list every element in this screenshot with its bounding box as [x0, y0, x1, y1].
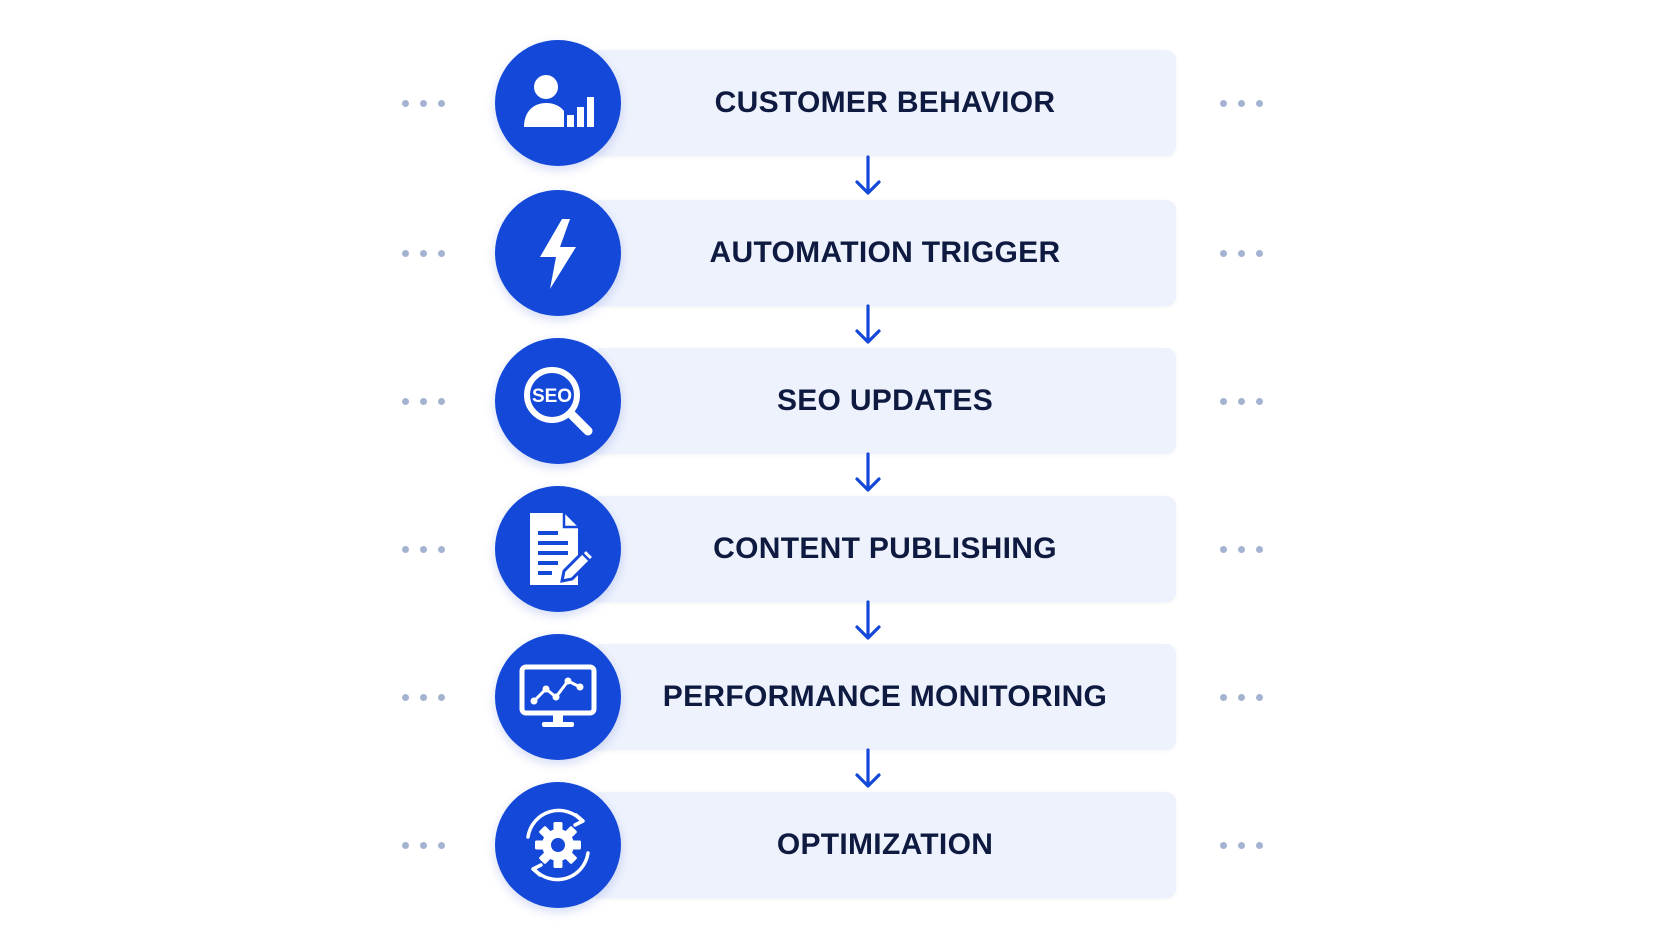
step-badge: SEO: [495, 338, 621, 464]
dots-right: [1220, 394, 1263, 408]
step-badge: [495, 782, 621, 908]
step-card: [590, 348, 1176, 454]
dots-left: [402, 542, 445, 556]
step-performance-monitoring: PERFORMANCE MONITORING: [0, 634, 1672, 760]
user-analytics-icon: [516, 61, 600, 145]
step-card: [590, 496, 1176, 602]
dots-right: [1220, 96, 1263, 110]
step-label: CONTENT PUBLISHING: [713, 532, 1057, 565]
arrow-down-icon: [852, 452, 884, 494]
arrow-down-icon: [852, 748, 884, 790]
step-badge: [495, 40, 621, 166]
lightning-bolt-icon: [516, 211, 600, 295]
step-optimization: OPTIMIZATION: [0, 782, 1672, 908]
seo-magnifier-icon: SEO: [516, 359, 600, 443]
step-seo-updates: SEO UPDATES SEO: [0, 338, 1672, 464]
dots-left: [402, 690, 445, 704]
dots-left: [402, 246, 445, 260]
step-card: [590, 200, 1176, 306]
gear-cycle-icon: [516, 803, 600, 887]
step-badge: [495, 634, 621, 760]
step-label: AUTOMATION TRIGGER: [709, 236, 1061, 269]
step-label: OPTIMIZATION: [776, 828, 994, 861]
step-card: [590, 792, 1176, 898]
dots-right: [1220, 690, 1263, 704]
step-label: SEO UPDATES: [776, 384, 994, 417]
seo-icon-text: SEO: [532, 386, 572, 407]
dots-left: [402, 838, 445, 852]
arrow-down-icon: [852, 304, 884, 346]
dots-left: [402, 96, 445, 110]
dots-right: [1220, 838, 1263, 852]
step-badge: [495, 486, 621, 612]
step-customer-behavior: CUSTOMER BEHAVIOR: [0, 40, 1672, 166]
step-card: [590, 644, 1176, 750]
step-card: [590, 50, 1176, 156]
step-content-publishing: CONTENT PUBLISHING: [0, 486, 1672, 612]
dots-right: [1220, 246, 1263, 260]
monitor-chart-icon: [516, 655, 600, 739]
dots-left: [402, 394, 445, 408]
step-badge: [495, 190, 621, 316]
step-automation-trigger: AUTOMATION TRIGGER: [0, 190, 1672, 316]
arrow-down-icon: [852, 600, 884, 642]
document-edit-icon: [516, 507, 600, 591]
step-label: CUSTOMER BEHAVIOR: [714, 86, 1056, 119]
step-label: PERFORMANCE MONITORING: [662, 680, 1108, 713]
dots-right: [1220, 542, 1263, 556]
arrow-down-icon: [852, 155, 884, 197]
